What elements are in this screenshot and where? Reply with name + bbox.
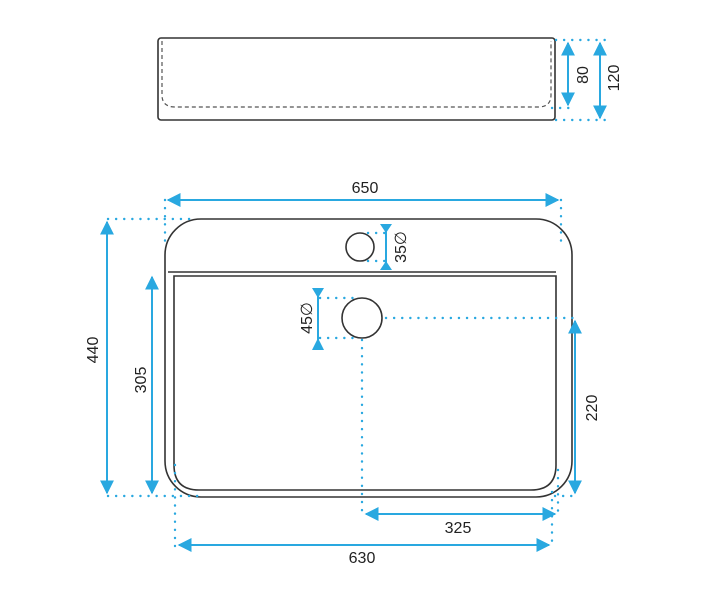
label-325: 325 xyxy=(445,520,472,537)
label-440: 440 xyxy=(85,337,102,364)
label-35: 35∅ xyxy=(393,231,410,263)
label-630: 630 xyxy=(349,550,376,567)
label-80: 80 xyxy=(575,66,592,84)
top-view: 650 440 305 35∅ 45∅ 220 325 xyxy=(85,180,601,567)
tap-hole xyxy=(345,232,375,262)
label-220: 220 xyxy=(584,395,601,422)
side-view: 80 120 xyxy=(157,37,623,122)
side-basin-hidden-line xyxy=(161,41,552,108)
side-outline xyxy=(157,37,556,121)
drain-hole xyxy=(341,297,383,339)
label-45: 45∅ xyxy=(299,302,316,334)
basin-outline xyxy=(173,275,557,491)
label-120: 120 xyxy=(606,65,623,92)
label-305: 305 xyxy=(133,367,150,394)
label-650: 650 xyxy=(352,180,379,197)
